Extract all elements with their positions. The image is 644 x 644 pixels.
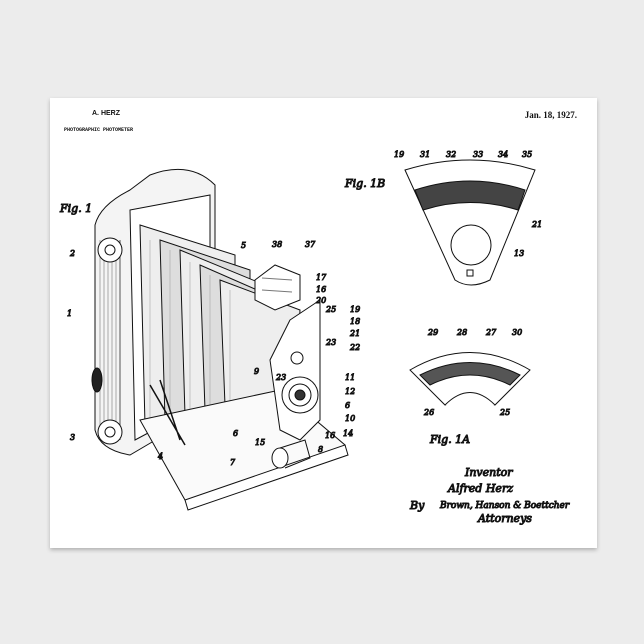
inventor-label: Inventor <box>464 466 513 479</box>
ref-number: 25 <box>499 408 510 417</box>
fig1a-drawing <box>410 353 530 406</box>
by-label: By <box>409 499 425 512</box>
ref-number: 8 <box>318 445 323 454</box>
ref-number: 17 <box>316 273 327 282</box>
attorney-signature: Brown, Hanson & Boettcher <box>439 501 570 511</box>
ref-number: 9 <box>254 367 259 376</box>
ref-number: 15 <box>255 438 265 447</box>
ref-number: 19 <box>394 150 404 159</box>
ref-number: 12 <box>345 387 355 396</box>
ref-number: 35 <box>522 150 532 159</box>
fig1-label: Fig. 1 <box>59 202 92 215</box>
ref-number: 37 <box>305 240 316 249</box>
ref-number: 5 <box>241 241 246 250</box>
ref-number: 19 <box>350 305 360 314</box>
ref-number: 23 <box>325 338 336 347</box>
ref-number: 30 <box>512 328 522 337</box>
ref-number: 33 <box>473 150 483 159</box>
ref-number: 25 <box>325 305 336 314</box>
ref-number: 29 <box>427 328 438 337</box>
ref-number: 11 <box>345 373 355 382</box>
ref-number: 4 <box>157 452 163 461</box>
ref-number: 16 <box>325 431 335 440</box>
signature-block: Inventor Alfred Herz By Brown, Hanson & … <box>409 466 570 525</box>
fig1b-label: Fig. 1B <box>344 177 385 190</box>
ref-number: 28 <box>456 328 467 337</box>
ref-number: 3 <box>70 433 75 442</box>
ref-number: 20 <box>315 296 326 305</box>
ref-number: 13 <box>514 249 524 258</box>
ref-number: 22 <box>349 343 360 352</box>
ref-number: 14 <box>343 429 353 438</box>
ref-number: 32 <box>446 150 456 159</box>
ref-number: 10 <box>345 414 355 423</box>
ref-number: 1 <box>67 309 72 318</box>
ref-number: 6 <box>233 429 238 438</box>
ref-number: 34 <box>498 150 508 159</box>
ref-number: 38 <box>272 240 282 249</box>
fig1a-label: Fig. 1A <box>429 433 470 446</box>
ref-number: 23 <box>275 373 286 382</box>
ref-number: 21 <box>531 220 542 229</box>
ref-number: 31 <box>420 150 430 159</box>
attorneys-label: Attorneys <box>477 512 532 525</box>
ref-number: 18 <box>350 317 360 326</box>
ref-number: 21 <box>349 329 360 338</box>
ref-number: 6 <box>345 401 350 410</box>
inventor-name: Alfred Herz <box>447 482 513 495</box>
camera-drawing <box>92 169 348 510</box>
ref-number: 16 <box>316 285 326 294</box>
ref-number: 2 <box>69 249 75 258</box>
fig1b-drawing <box>405 160 535 285</box>
ref-number: 27 <box>485 328 497 337</box>
ref-number: 26 <box>423 408 434 417</box>
